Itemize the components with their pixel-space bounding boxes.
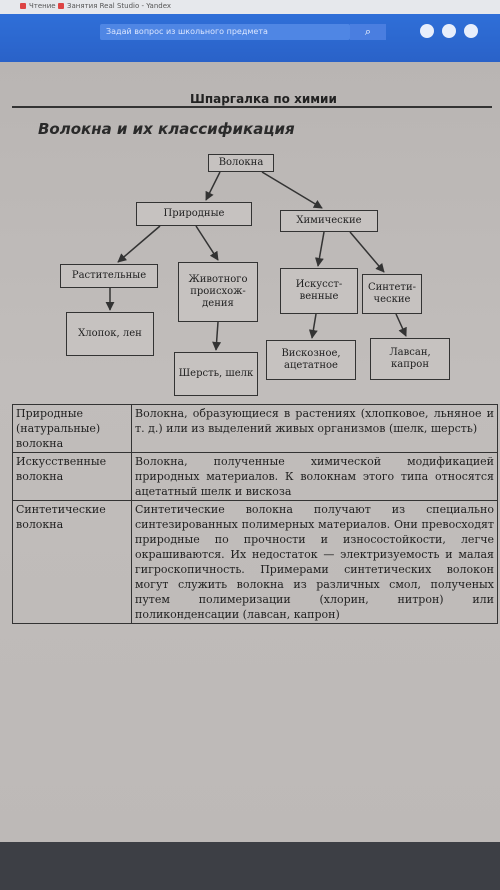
diagram-node-wool: Шерсть, шелк (174, 352, 258, 396)
diagram-node-artificial: Искусст­венные (280, 268, 358, 314)
diagram-node-natural: Природные (136, 202, 252, 226)
arrow (195, 225, 219, 261)
arrow (308, 313, 318, 339)
browser-tab[interactable]: Чтение (20, 2, 56, 12)
arrow (349, 231, 385, 273)
table-row: Искусственные волокна Волокна, полученны… (12, 452, 498, 501)
diagram-node-animal: Животного происхож­дения (178, 262, 258, 322)
section-title: Волокна и их классификация (38, 120, 295, 138)
diagram-node-plant: Растительные (60, 264, 158, 288)
term-cell: Искусственные волокна (12, 452, 132, 501)
monitor-screen: Чтение Занятия Real Studio - Yandex Зада… (0, 0, 500, 62)
tab-label: Занятия Real Studio - Yandex (67, 2, 172, 10)
diagram-node-cotton: Хлопок, лен (66, 312, 154, 356)
messages-icon[interactable] (442, 24, 456, 38)
header-rule (12, 106, 492, 108)
tab-favicon-icon (20, 3, 26, 9)
profile-icon[interactable] (464, 24, 478, 38)
notifications-icon[interactable] (420, 24, 434, 38)
description-cell: Волокна, полученные химической модификац… (131, 452, 498, 501)
table-row: Природные (натуральные) волокна Волокна,… (12, 404, 498, 453)
book-page: Шпаргалка по химии Волокна и их классифи… (0, 62, 500, 842)
search-button[interactable]: ⌕ (350, 24, 386, 40)
running-head: Шпаргалка по химии (190, 92, 337, 106)
tab-favicon-icon (58, 3, 64, 9)
table-row: Синтетические волокна Синтетические воло… (12, 500, 498, 624)
arrow (395, 313, 407, 337)
term-cell: Природные (натуральные) волокна (12, 404, 132, 453)
tab-label: Чтение (29, 2, 56, 10)
arrow (261, 171, 323, 209)
desk-background (0, 842, 500, 890)
browser-tabbar: Чтение Занятия Real Studio - Yandex (0, 0, 500, 14)
term-cell: Синтетические волокна (12, 500, 132, 624)
classification-arrows (105, 171, 407, 351)
search-icon: ⌕ (364, 25, 372, 38)
definitions-table: Природные (натуральные) волокна Волокна,… (12, 404, 498, 624)
diagram-node-synthetic: Синтети­ческие (362, 274, 422, 314)
diagram-node-lavsan: Лавсан, капрон (370, 338, 450, 380)
arrow (212, 321, 222, 351)
description-cell: Синтетические волокна получают из специа… (131, 500, 498, 624)
search-input[interactable]: Задай вопрос из школьного предмета (100, 24, 350, 40)
arrow (117, 225, 161, 263)
arrow (205, 171, 221, 201)
diagram-node-viscose: Вискозное, ацетатное (266, 340, 356, 380)
description-cell: Волокна, образующиеся в растениях (хлопк… (131, 404, 498, 453)
browser-tab[interactable]: Занятия Real Studio - Yandex (58, 2, 171, 12)
arrow (314, 231, 325, 267)
diagram-node-chemical: Химические (280, 210, 378, 232)
diagram-node-root: Волокна (208, 154, 274, 172)
